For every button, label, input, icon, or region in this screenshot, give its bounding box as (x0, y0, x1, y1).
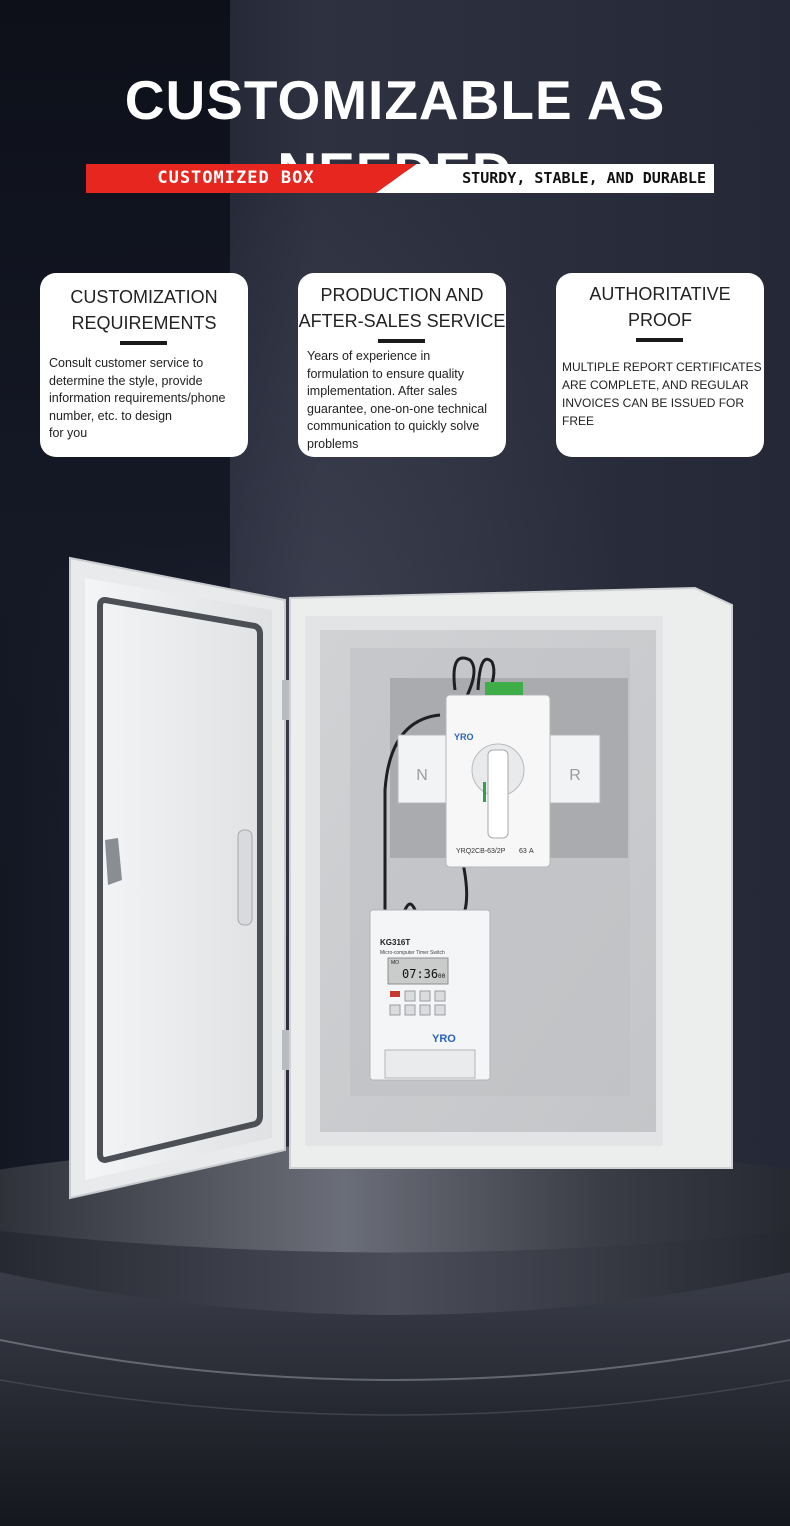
cabinet-door (69, 556, 290, 1200)
cabinet-body: N R YRO YRQ2CB-63/2P 63 A KG316T Micro-c… (289, 586, 733, 1169)
card-divider (378, 339, 425, 343)
timer-brand: YRO (432, 1033, 456, 1045)
card-body-line: ARE COMPLETE, AND REGULAR (562, 378, 749, 392)
wire (452, 656, 476, 701)
timer-switch: KG316T Micro-computer Timer Switch MO 07… (369, 909, 491, 1081)
feature-card-service: PRODUCTION AND AFTER-SALES SERVICE Years… (298, 273, 506, 457)
electrical-cabinet-illustration: N R YRO YRQ2CB-63/2P 63 A KG316T Micro-c… (69, 556, 733, 1200)
card-body-line: problems (307, 436, 359, 451)
feature-card-customization: CUSTOMIZATION REQUIREMENTS Consult custo… (40, 273, 248, 457)
timer-button (419, 1004, 431, 1016)
card-body-line: implementation. After sales (307, 384, 458, 398)
podium-highlight-line (0, 1339, 790, 1381)
card-body-line: number, etc. to design (49, 408, 172, 423)
card-divider (636, 338, 683, 342)
switch-unit: A (529, 848, 534, 855)
door-hinge (282, 1030, 290, 1070)
direction-indicator (483, 782, 486, 802)
card-body: MULTIPLE REPORT CERTIFICATES ARE COMPLET… (562, 358, 762, 430)
timer-button (389, 1004, 401, 1016)
podium-highlight-line (0, 1379, 790, 1416)
switch-model: YRQ2CB-63/2P (456, 848, 506, 855)
timer-button (419, 990, 431, 1002)
switch-label-r: R (569, 767, 581, 784)
switch-rating: 63 (519, 848, 527, 855)
card-title-line1: AUTHORITATIVE (589, 284, 731, 304)
timer-model: KG316T (380, 938, 410, 947)
card-body-line: Consult customer service to (49, 356, 204, 370)
card-body-line: Years of experience in (307, 349, 431, 363)
card-body-line: communication to quickly solve (307, 419, 480, 433)
timer-button (404, 990, 416, 1002)
card-body: Consult customer service to determine th… (49, 355, 245, 443)
door-latch (105, 838, 122, 885)
switch-label-n: N (416, 767, 428, 784)
card-body: Years of experience in formulation to en… (307, 348, 505, 453)
banner-red-segment (86, 164, 416, 193)
terminal-block (485, 682, 523, 695)
card-body-line: guarantee, one-on-one technical (307, 401, 487, 416)
timer-button (434, 990, 446, 1002)
timer-button (434, 1004, 446, 1016)
card-title-line2: PROOF (627, 310, 692, 330)
door-hinge (282, 680, 290, 720)
card-body-line: information requirements/phone (49, 391, 226, 405)
card-body-line: formulation to ensure quality (307, 366, 465, 381)
switch-handle (487, 749, 509, 839)
feature-card-proof: AUTHORITATIVE PROOF MULTIPLE REPORT CERT… (556, 273, 764, 457)
card-title-line2: REQUIREMENTS (71, 313, 217, 333)
card-body-line: FREE (562, 414, 595, 428)
timer-button-red (390, 991, 400, 997)
podium-base (0, 1272, 790, 1526)
podium-upper-rim (0, 1230, 790, 1315)
door-handle (237, 829, 253, 926)
card-body-line: determine the style, provide (49, 373, 203, 388)
switch-brand: YRO (454, 732, 474, 742)
card-title-line2: AFTER-SALES SERVICE (298, 311, 506, 331)
card-body-line: for you (49, 426, 88, 440)
transfer-switch: N R YRO YRQ2CB-63/2P 63 A (397, 682, 601, 868)
timer-display (387, 957, 449, 985)
timer-button (404, 1004, 416, 1016)
display-podium (0, 1145, 790, 1526)
timer-seconds: 00 (438, 973, 446, 980)
subtitle-banner: CUSTOMIZED BOX STURDY, STABLE, AND DURAB… (86, 164, 714, 193)
card-divider (120, 341, 167, 345)
card-body-line: MULTIPLE REPORT CERTIFICATES (562, 360, 762, 374)
timer-time: 07:36 (402, 967, 438, 981)
banner-right-label: STURDY, STABLE, AND DURABLE (462, 169, 706, 187)
card-title-line1: PRODUCTION AND (320, 285, 484, 305)
banner-white-segment (376, 164, 714, 193)
timer-subtitle: Micro-computer Timer Switch (380, 950, 445, 956)
banner-left-label: CUSTOMIZED BOX (157, 168, 315, 188)
timer-day: MO (391, 960, 399, 966)
card-title-line1: CUSTOMIZATION (70, 287, 218, 307)
card-body-line: INVOICES CAN BE ISSUED FOR (562, 396, 745, 410)
